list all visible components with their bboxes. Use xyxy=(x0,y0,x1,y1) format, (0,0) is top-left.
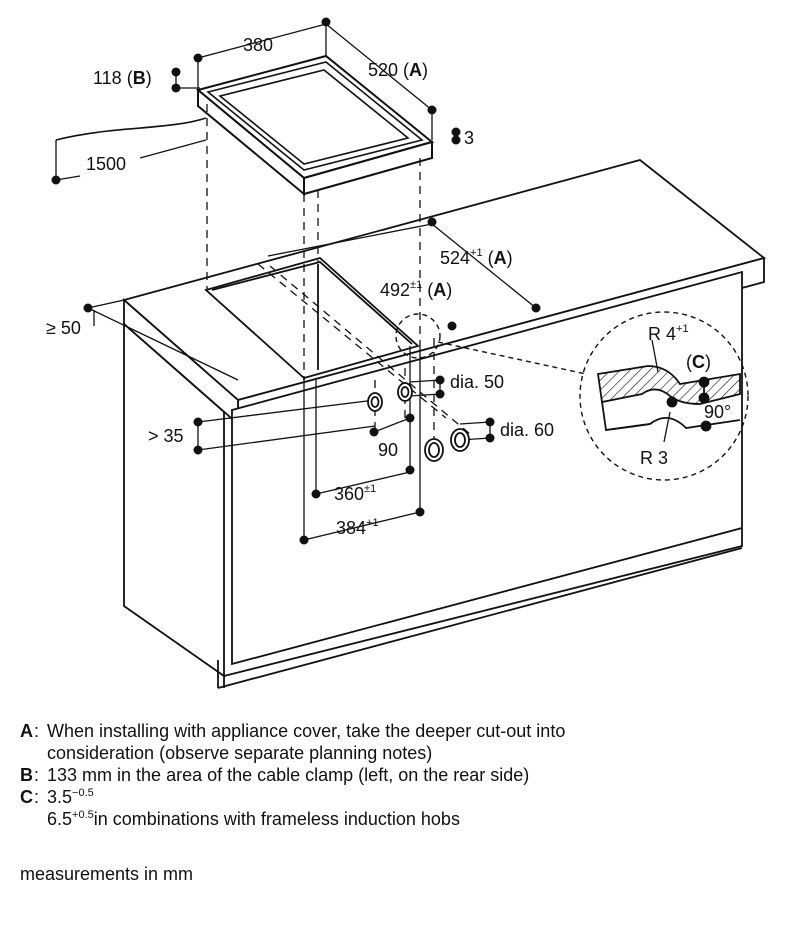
width-380-label: 380 xyxy=(243,35,273,55)
units-note: measurements in mm xyxy=(20,864,194,884)
cutout-384-label: 384+1 xyxy=(336,517,379,538)
dimension-dots xyxy=(51,17,541,545)
min-50-label: ≥ 50 xyxy=(46,318,81,338)
detail-callout xyxy=(395,311,749,481)
cable-bushings xyxy=(367,382,470,462)
note-a-key: A xyxy=(20,721,33,741)
depth-520-label: 520 (A) xyxy=(368,60,428,80)
note-a-text2: consideration (observe separate planning… xyxy=(47,743,433,763)
radius-3-label: R 3 xyxy=(640,448,668,468)
installation-diagram: 380 520 (A) 118 (B) 3 1500 524+1 (A) 492… xyxy=(46,17,766,689)
spacing-90-label: 90 xyxy=(378,440,398,460)
dia-50-label: dia. 50 xyxy=(450,372,504,392)
hob-appliance xyxy=(55,54,435,197)
min-35-label: > 35 xyxy=(148,426,184,446)
cable-1500-label: 1500 xyxy=(86,154,126,174)
cutout-opening xyxy=(204,256,420,380)
tag-c-label: (C) xyxy=(686,352,711,372)
note-b: B: 133 mm in the area of the cable clamp… xyxy=(20,765,530,785)
cutout-524-label: 524+1 (A) xyxy=(440,247,513,268)
note-c-key: C xyxy=(20,787,33,807)
cutout-360-label: 360±1 xyxy=(334,483,376,504)
height-118-label: 118 (B) xyxy=(93,68,152,88)
angle-90-label: 90° xyxy=(704,402,731,422)
note-b-key: B xyxy=(20,765,33,785)
cutout-492-label: 492±1 (A) xyxy=(380,279,452,300)
footnotes: A: When installing with appliance cover,… xyxy=(20,720,790,830)
note-c-line2: 6.5+0.5in combinations with frameless in… xyxy=(47,809,460,829)
note-a: A: When installing with appliance cover,… xyxy=(20,721,566,741)
note-c-value1: 3.5−0.5 xyxy=(47,787,94,807)
note-b-text: 133 mm in the area of the cable clamp (l… xyxy=(47,765,530,785)
note-a-text: When installing with appliance cover, ta… xyxy=(47,721,566,741)
dia-60-label: dia. 60 xyxy=(500,420,554,440)
note-c: C: 3.5−0.5 xyxy=(20,787,94,807)
edge-profile-detail xyxy=(596,339,741,443)
thickness-3-label: 3 xyxy=(464,128,474,148)
radius-4-label: R 4+1 xyxy=(648,323,689,344)
projection-lines xyxy=(206,104,471,440)
